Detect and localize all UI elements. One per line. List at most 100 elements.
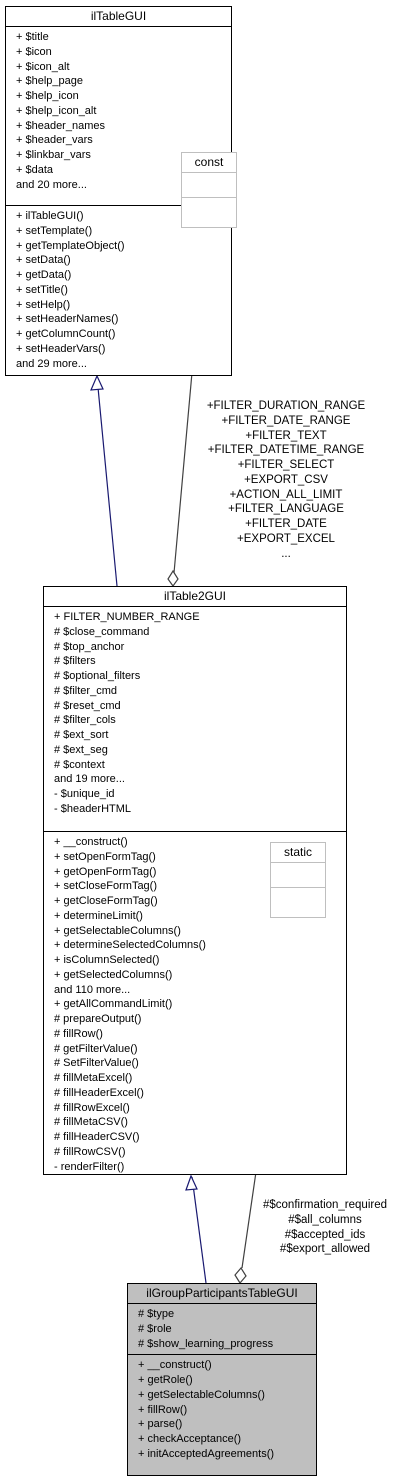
- method: + determineSelectedColumns(): [54, 939, 206, 952]
- method: + setTemplate(): [16, 224, 93, 237]
- attribute: + $help_icon_alt: [16, 104, 97, 117]
- method: + fillRow(): [138, 1403, 188, 1416]
- inheritance-edge-table2-to-tablegui: [96, 376, 118, 587]
- method-list: + ilTableGUI() + setTemplate() + getTemp…: [6, 206, 231, 374]
- method: # fillHeaderExcel(): [54, 1086, 144, 1099]
- method: # fillRow(): [54, 1027, 103, 1040]
- class-box-ilgroupparticipantstablegui[interactable]: ilGroupParticipantsTableGUI # $type # $r…: [127, 1283, 317, 1476]
- method: + getSelectedColumns(): [54, 968, 173, 981]
- edge-label: +FILTER_DATE_RANGE: [221, 414, 351, 427]
- attribute: + $help_page: [16, 75, 83, 88]
- method-more: and 29 more...: [16, 357, 87, 370]
- class-title: const: [182, 153, 236, 173]
- class-box-const[interactable]: const: [181, 152, 237, 228]
- edge-label: +FILTER_SELECT: [237, 459, 335, 471]
- method: + getOpenFormTag(): [54, 865, 157, 878]
- attribute: # $filter_cmd: [54, 684, 117, 697]
- method: + getColumnCount(): [16, 328, 116, 340]
- method: + ilTableGUI(): [16, 210, 84, 222]
- method: + setHelp(): [16, 298, 71, 311]
- edge-label: +FILTER_DATETIME_RANGE: [207, 444, 365, 457]
- attribute: # $ext_seg: [54, 743, 108, 756]
- edge-label: +FILTER_DATE: [245, 518, 327, 530]
- method: # prepareOutput(): [54, 1013, 142, 1025]
- attribute-list: [271, 863, 325, 888]
- method: # fillMetaCSV(): [54, 1116, 128, 1129]
- edge-label: #$confirmation_required: [262, 1199, 388, 1211]
- attribute: + $icon: [16, 45, 52, 58]
- attribute-list: + $title + $icon + $icon_alt + $help_pag…: [6, 27, 231, 206]
- edge-label: +EXPORT_CSV: [244, 473, 328, 486]
- edge-label: #$all_columns: [288, 1213, 362, 1226]
- method: + getCloseFormTag(): [54, 895, 158, 907]
- attribute-more: and 20 more...: [16, 178, 87, 191]
- attribute: # $show_learning_progress: [138, 1337, 274, 1350]
- attribute: + $title: [16, 31, 49, 43]
- attribute: # $optional_filters: [54, 670, 141, 682]
- edge-label: #$export_allowed: [279, 1243, 371, 1256]
- method-list: [182, 198, 236, 222]
- method: + getSelectableColumns(): [138, 1388, 265, 1401]
- method: + getSelectableColumns(): [54, 924, 181, 937]
- attribute: - $headerHTML: [54, 802, 132, 815]
- attribute: # $filter_cols: [54, 714, 116, 727]
- attribute: # $top_anchor: [54, 640, 125, 653]
- method: + setCloseFormTag(): [54, 880, 158, 893]
- method: + determineLimit(): [54, 909, 143, 922]
- attribute: + $icon_alt: [16, 60, 70, 73]
- method: # SetFilterValue(): [54, 1057, 139, 1070]
- attribute: # $context: [54, 758, 105, 771]
- class-box-iltablegui[interactable]: ilTableGUI + $title + $icon + $icon_alt …: [5, 6, 232, 376]
- class-title: ilTableGUI: [6, 7, 231, 27]
- composition-diamond-static: [234, 1266, 247, 1285]
- method: + initAcceptedAgreements(): [138, 1447, 275, 1460]
- attribute-list: + FILTER_NUMBER_RANGE # $close_command #…: [44, 607, 346, 832]
- attribute-list: # $type # $role # $show_learning_progres…: [128, 1304, 316, 1356]
- inheritance-arrowhead-table2: [185, 1174, 198, 1191]
- attribute-more: and 19 more...: [54, 773, 125, 786]
- attribute-list: [182, 173, 236, 198]
- inheritance-arrowhead-tablegui: [90, 374, 104, 391]
- method: # fillMetaExcel(): [54, 1072, 133, 1084]
- edge-label-static-members: #$confirmation_required #$all_columns #$…: [250, 1198, 400, 1257]
- method: # fillRowExcel(): [54, 1101, 130, 1114]
- method: + checkAcceptance(): [138, 1433, 242, 1445]
- edge-label: +FILTER_TEXT: [245, 429, 327, 442]
- edge-label: #$accepted_ids: [284, 1228, 366, 1241]
- method: + isColumnSelected(): [54, 954, 160, 966]
- method-list: + __construct() + setOpenFormTag() + get…: [44, 832, 346, 1177]
- class-box-iltable2gui[interactable]: ilTable2GUI + FILTER_NUMBER_RANGE # $clo…: [43, 586, 347, 1175]
- method: + __construct(): [138, 1359, 212, 1372]
- edge-label-const-members: +FILTER_DURATION_RANGE +FILTER_DATE_RANG…: [170, 399, 401, 561]
- method: + getRole(): [138, 1374, 193, 1386]
- method: # getFilterValue(): [54, 1042, 138, 1055]
- class-box-static[interactable]: static: [270, 842, 326, 918]
- method: + setTitle(): [16, 283, 68, 296]
- method: + __construct(): [54, 836, 128, 848]
- method: + setHeaderVars(): [16, 342, 106, 355]
- composition-diamond-const: [167, 569, 179, 588]
- method: + getAllCommandLimit(): [54, 998, 173, 1011]
- edge-label: +EXPORT_EXCEL: [237, 532, 335, 545]
- method: + setOpenFormTag(): [54, 850, 156, 863]
- attribute: - $unique_id: [54, 788, 115, 800]
- edge-label: +ACTION_ALL_LIMIT: [229, 488, 343, 501]
- attribute: # $role: [138, 1322, 172, 1335]
- method: + getTemplateObject(): [16, 239, 125, 252]
- method: + getData(): [16, 269, 72, 281]
- attribute: # $ext_sort: [54, 729, 109, 741]
- method: + setHeaderNames(): [16, 313, 119, 326]
- attribute: + $data: [16, 163, 54, 176]
- method-more: and 110 more...: [54, 983, 131, 996]
- method: + setData(): [16, 254, 71, 267]
- attribute: + $header_vars: [16, 134, 93, 147]
- attribute: # $close_command: [54, 625, 150, 638]
- inheritance-edge-group-to-table2: [191, 1176, 207, 1284]
- attribute: + $linkbar_vars: [16, 149, 91, 161]
- attribute: + $header_names: [16, 119, 105, 132]
- attribute: + $help_icon: [16, 90, 79, 102]
- method: # fillHeaderCSV(): [54, 1131, 140, 1143]
- attribute: # $type: [138, 1308, 175, 1320]
- class-title: ilGroupParticipantsTableGUI: [128, 1284, 316, 1304]
- method: + parse(): [138, 1418, 183, 1431]
